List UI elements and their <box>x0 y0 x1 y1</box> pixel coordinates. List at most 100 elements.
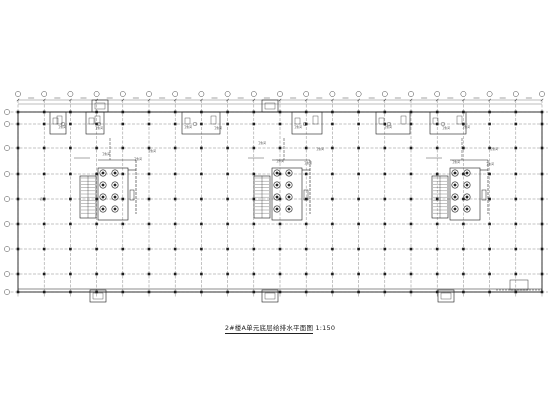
dimension-tick <box>330 98 334 102</box>
column <box>462 272 465 276</box>
column <box>42 247 46 251</box>
column <box>357 110 360 114</box>
room-label: 卫生间 <box>276 159 284 163</box>
column <box>278 197 282 201</box>
fixture <box>52 117 59 125</box>
dimension-tick <box>540 98 544 102</box>
axis-bubble-left <box>4 196 10 202</box>
room-label: 卫生间 <box>148 149 156 153</box>
column <box>42 146 46 150</box>
fixture-core <box>275 171 279 175</box>
column <box>226 172 229 176</box>
shaft-inner <box>92 292 104 300</box>
column <box>540 172 544 176</box>
column <box>16 110 20 114</box>
column <box>514 110 518 114</box>
axis-bubble-left <box>4 221 10 227</box>
column <box>331 290 334 294</box>
drawing-caption: 2#楼A单元底层给排水平面图 1:150 <box>0 322 560 334</box>
column <box>95 197 98 201</box>
column <box>488 272 491 276</box>
column <box>435 172 439 176</box>
toilet-block <box>271 167 303 221</box>
fixture-circle <box>111 181 119 189</box>
fixture-circle <box>285 193 293 201</box>
column <box>488 122 491 126</box>
column <box>462 172 465 176</box>
column <box>226 272 229 276</box>
core-unit <box>74 138 137 221</box>
room-label: 卫生间 <box>214 126 222 130</box>
dimension-tick <box>121 98 125 102</box>
fixture <box>312 115 319 125</box>
column <box>69 110 72 114</box>
column <box>173 272 177 276</box>
fixture-core <box>275 207 279 211</box>
column <box>226 222 229 226</box>
floor-drain <box>192 121 197 126</box>
column <box>435 290 439 294</box>
column <box>383 222 387 226</box>
column <box>173 122 177 126</box>
column <box>252 222 256 226</box>
column <box>488 247 491 251</box>
axis-bubble-left <box>4 171 10 177</box>
column <box>540 146 544 150</box>
fixture-circle <box>463 205 471 213</box>
column <box>540 247 544 251</box>
column <box>16 272 20 276</box>
fixture <box>378 117 385 125</box>
valve <box>481 189 487 201</box>
fixture-core <box>465 207 469 211</box>
column <box>278 247 282 251</box>
dimension-tick <box>409 98 413 102</box>
column <box>383 272 387 276</box>
fixture-core <box>101 183 105 187</box>
column <box>331 222 334 226</box>
column <box>69 122 72 126</box>
column <box>357 222 360 226</box>
column <box>147 172 151 176</box>
column <box>95 172 98 176</box>
column <box>16 122 20 126</box>
core-unit <box>426 138 489 221</box>
column <box>409 122 413 126</box>
column <box>304 197 308 201</box>
fixture-core <box>465 195 469 199</box>
column <box>435 222 439 226</box>
axis-bubble-left <box>4 145 10 151</box>
column <box>252 172 256 176</box>
room-label: 卫生间 <box>304 161 312 165</box>
column <box>95 247 98 251</box>
column <box>462 247 465 251</box>
room-label: 卫生间 <box>462 125 470 129</box>
column <box>173 290 177 294</box>
shaft <box>509 279 529 291</box>
column <box>69 247 72 251</box>
dimension-tick <box>68 98 72 102</box>
column <box>383 146 387 150</box>
column <box>331 197 334 201</box>
dimension-tick <box>304 98 308 102</box>
axis-bubble-top <box>41 91 48 97</box>
toilet-block <box>449 167 481 221</box>
room-labels: 卫生间卫生间卫生间卫生间卫生间卫生间卫生间卫生间卫生间卫生间卫生间卫生间卫生间卫… <box>40 125 498 201</box>
fixture-circle <box>285 169 293 177</box>
column <box>226 197 229 201</box>
column <box>42 122 46 126</box>
axis-bubble-top <box>329 91 336 97</box>
column <box>357 197 360 201</box>
shaft <box>261 99 279 113</box>
fixture-circle <box>451 193 459 201</box>
axis-bubble-top <box>460 91 467 97</box>
column <box>121 247 125 251</box>
axis-bubble-top <box>539 91 545 97</box>
column <box>16 290 20 294</box>
column <box>42 110 46 114</box>
column <box>331 272 334 276</box>
dimension-tick <box>461 98 465 102</box>
axis-bubble-top <box>15 91 21 97</box>
column <box>42 290 46 294</box>
axis-bubble-top <box>224 91 231 97</box>
column <box>304 222 308 226</box>
